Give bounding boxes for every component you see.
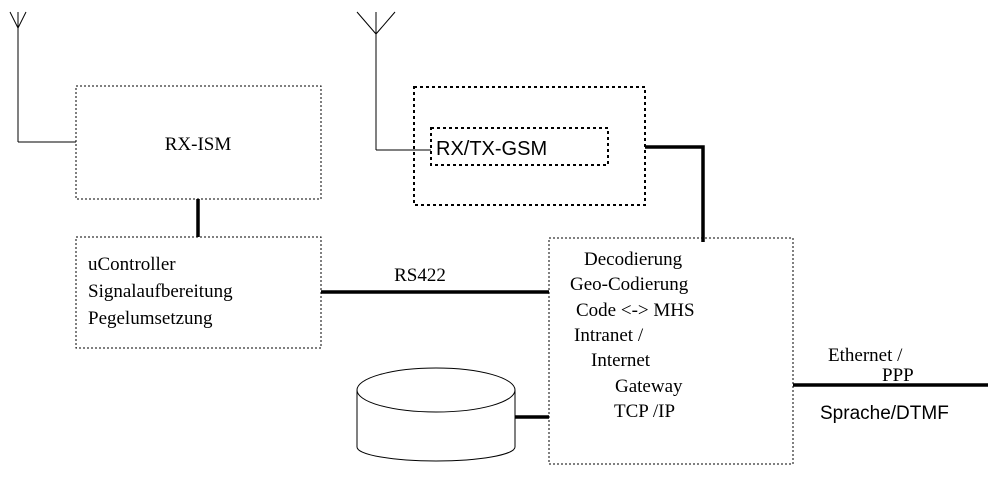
gateway-line-decodierung: Decodierung	[584, 249, 683, 270]
antenna-ism-icon	[9, 11, 76, 143]
rx-ism-label: RX-ISM	[165, 134, 232, 155]
antenna-gsm-icon	[356, 11, 431, 151]
gateway-line-tcp-ip: TCP /IP	[614, 401, 675, 422]
database-icon	[356, 367, 516, 462]
gateway-block: Decodierung Geo-Codierung Code <-> MHS I…	[548, 237, 794, 465]
controller-line-1: uController	[88, 254, 176, 275]
voice-label: Sprache/DTMF	[820, 403, 949, 424]
gateway-line-gateway: Gateway	[615, 376, 683, 397]
rx-tx-gsm-label: RX/TX-GSM	[436, 138, 547, 160]
rx-ism-block: RX-ISM	[75, 85, 322, 200]
gateway-line-geo-codierung: Geo-Codierung	[570, 274, 689, 295]
ethernet-label-line-1: Ethernet /	[828, 345, 903, 366]
rx-tx-gsm-block: RX/TX-GSM	[413, 86, 646, 206]
controller-line-2: Signalaufbereitung	[88, 281, 233, 302]
gateway-line-intranet: Intranet /	[574, 325, 644, 346]
controller-block: uController Signalaufbereitung Pegelumse…	[75, 236, 322, 349]
gateway-line-internet: Internet	[591, 350, 651, 371]
gsm-gateway-link	[645, 145, 705, 242]
ethernet-label-line-2: PPP	[882, 365, 914, 386]
controller-line-3: Pegelumsetzung	[88, 308, 213, 329]
gateway-line-code-mhs: Code <-> MHS	[576, 300, 695, 321]
rs422-label: RS422	[394, 265, 446, 286]
